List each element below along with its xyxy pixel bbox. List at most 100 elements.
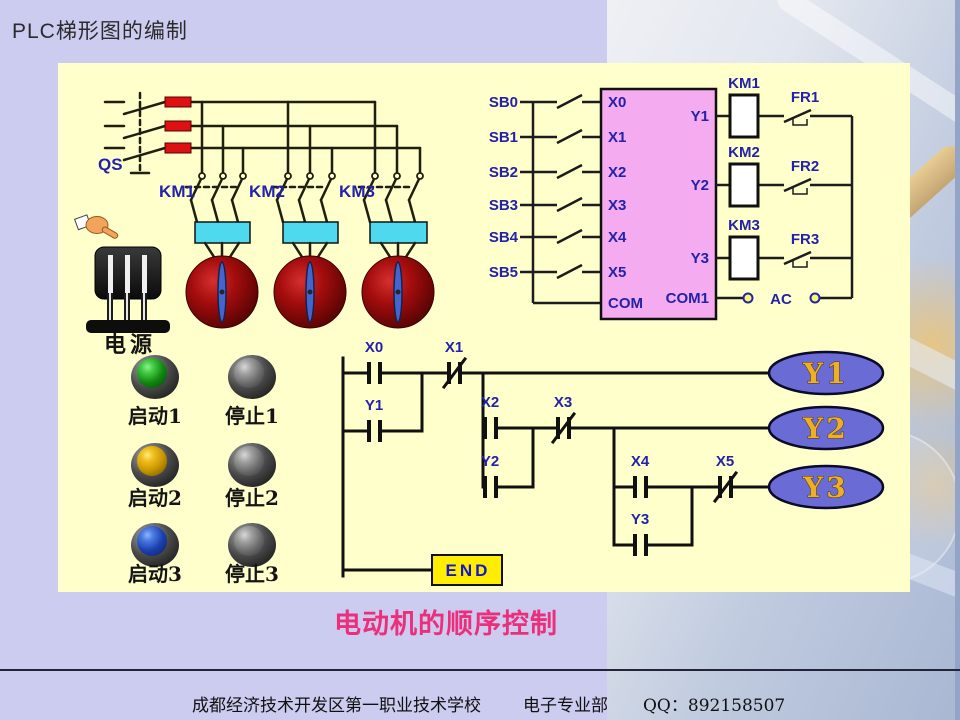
output-wires: [716, 114, 854, 300]
fr-thermal-hooks: [792, 119, 808, 268]
fr3-label: FR3: [791, 231, 819, 248]
contactor-label-km3: KM3: [339, 182, 375, 201]
start-button-2-label: 启动2: [128, 486, 182, 510]
hand-finger: [101, 226, 119, 239]
hand-pointer-icon: [74, 214, 119, 239]
km3-coil-box: [728, 235, 760, 281]
plug-slot: [125, 255, 130, 293]
end-instruction-text: END: [446, 561, 491, 580]
input-wires: [520, 100, 601, 305]
thermal-relay-box: [282, 221, 339, 244]
sb4-label: SB4: [489, 229, 519, 246]
ladder-diagram: X0 X1 Y1 X2 X3 Y2 X4 X5 Y3 Y1 Y2 Y3 END: [341, 339, 885, 586]
plc-wiring-diagram: SB0 SB1 SB2 SB3 SB4 SB5 X0 X1 X2 X3 X4 X…: [489, 75, 854, 321]
fr-contact-blades: [783, 108, 812, 266]
department-name: 电子专业部: [523, 696, 608, 715]
main-diagram-panel: QS KM1 KM2 KM3: [58, 63, 910, 592]
ac-terminal: [809, 292, 821, 304]
coil-oval: [767, 464, 885, 510]
ladder-y3-contact-label: Y3: [631, 511, 649, 528]
plc-com1-label: COM1: [666, 290, 709, 307]
start-button-3-label: 启动3: [128, 562, 182, 586]
motor-3: [361, 255, 435, 329]
ladder-y1-contact-label: Y1: [365, 397, 383, 414]
fr1-label: FR1: [791, 89, 819, 106]
page-title: PLC梯形图的编制: [12, 20, 188, 43]
end-instruction-box: [431, 554, 503, 586]
coil-oval: [767, 350, 885, 396]
motor-1: [185, 255, 259, 329]
terminal: [306, 172, 314, 180]
ladder-output-y1: Y1: [767, 350, 885, 396]
stop-button-2-label: 停止2: [225, 486, 279, 510]
plug-prong-highlight: [109, 293, 111, 320]
plc-output-y3: Y3: [691, 250, 709, 267]
stop-button-2: [234, 446, 264, 476]
footer-qq-text: QQ：892158507: [643, 691, 785, 716]
plc-input-x0: X0: [608, 94, 626, 111]
ladder-x2-label: X2: [481, 394, 499, 411]
km2-coil-box: [728, 162, 760, 208]
ladder-x4-label: X4: [631, 453, 650, 470]
motor-2: [273, 255, 347, 329]
sb2-label: SB2: [489, 164, 518, 181]
ladder-x0-label: X0: [365, 339, 383, 356]
footer-school-text: 成都经济技术开发区第一职业技术学校电子专业部: [192, 691, 608, 716]
coil-y1-text: Y1: [802, 357, 848, 390]
thermal-relay-box: [369, 221, 428, 244]
contact-terminals: [198, 172, 424, 180]
terminal: [416, 172, 424, 180]
stop-button-1: [234, 358, 264, 388]
slide-caption: 电动机的顺序控制: [334, 609, 558, 640]
start-button-1: [137, 358, 167, 388]
terminal: [219, 172, 227, 180]
ladder-nc-slashes: [441, 356, 739, 504]
fr2-label: FR2: [791, 158, 819, 175]
sb0-label: SB0: [489, 94, 518, 111]
sb1-label: SB1: [489, 129, 518, 146]
pushbutton-blades: [556, 93, 583, 280]
terminal: [393, 172, 401, 180]
relay-to-motor-wires: [203, 241, 417, 262]
ladder-wires: [341, 356, 772, 578]
plc-input-x5: X5: [608, 264, 626, 281]
contactor-label-km1: KM1: [159, 182, 195, 201]
supply-bus-wires: [103, 100, 422, 150]
motor-hub: [307, 289, 313, 295]
right-edge-band: [955, 0, 960, 720]
motor-hub: [219, 289, 225, 295]
contactor-label-km2: KM2: [249, 182, 285, 201]
km1-coil-label: KM1: [728, 75, 760, 92]
ladder-output-y3: Y3: [767, 464, 885, 510]
motor-hub: [395, 289, 401, 295]
plug-prong-highlight: [126, 293, 128, 320]
control-button-panel: 启动1 停止1 启动2 停止2 启动3 停止3: [128, 355, 279, 586]
terminal: [328, 172, 336, 180]
plug-slot: [108, 255, 113, 293]
footer-divider: [0, 669, 960, 671]
plc-com-label: COM: [608, 295, 643, 312]
terminal: [239, 172, 247, 180]
power-plug-icon: [86, 246, 170, 333]
plc-output-y1: Y1: [691, 108, 709, 125]
plug-base: [86, 320, 170, 333]
plc-box: [599, 87, 718, 321]
ac-label: AC: [770, 291, 792, 308]
stop-button-3-label: 停止3: [225, 562, 279, 586]
qs-label: QS: [98, 155, 123, 174]
terminal: [371, 172, 379, 180]
stop-button-3: [234, 526, 264, 556]
fuse: [164, 120, 192, 132]
qq-number: 892158507: [687, 696, 786, 716]
coil-y2-text: Y2: [802, 412, 848, 445]
branch-drop-wires: [200, 100, 422, 174]
ladder-x1-label: X1: [445, 339, 463, 356]
ac-terminal: [742, 292, 754, 304]
ladder-y2-contact-label: Y2: [481, 453, 499, 470]
km1-coil-box: [728, 93, 760, 139]
ladder-x5-label: X5: [716, 453, 734, 470]
start-button-1-label: 启动1: [128, 404, 182, 428]
fuse: [164, 96, 192, 108]
coil-oval: [767, 405, 885, 451]
blade-to-relay-wires: [189, 198, 417, 224]
